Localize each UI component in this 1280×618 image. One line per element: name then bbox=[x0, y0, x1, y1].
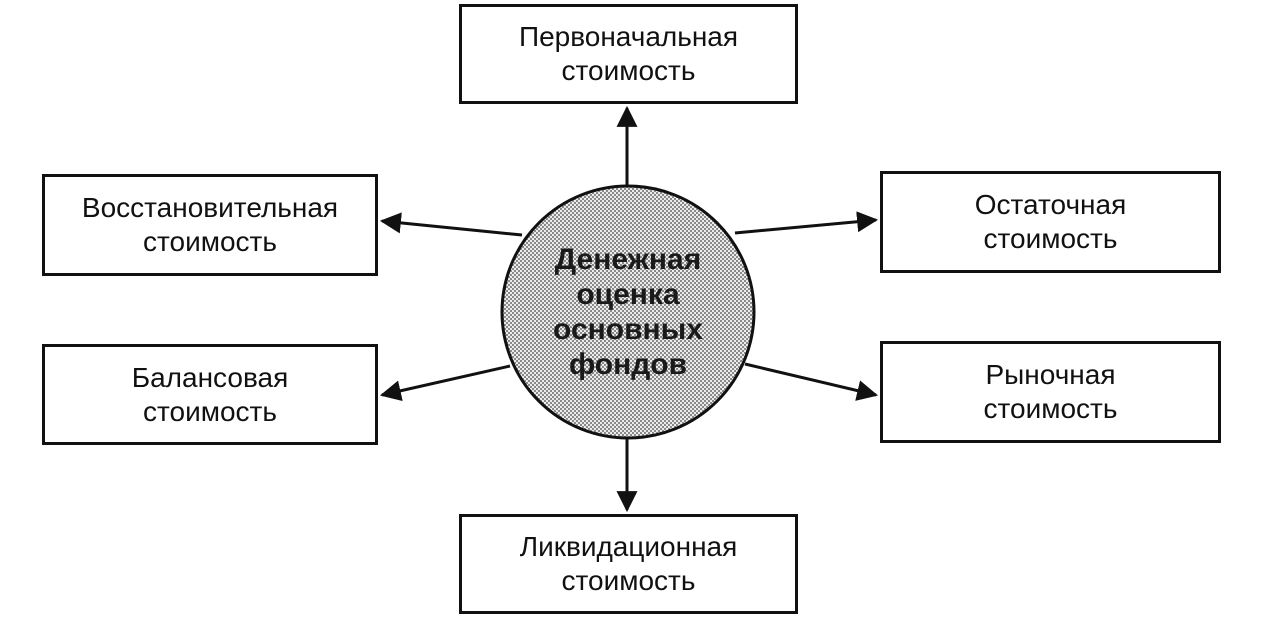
node-book-cost-line-1: Балансовая bbox=[131, 361, 289, 393]
node-residual-cost: Остаточная стоимость bbox=[880, 171, 1221, 273]
node-liquidation-cost-line-2: стоимость bbox=[561, 565, 696, 596]
center-circle bbox=[500, 184, 756, 440]
arrow-to-right1 bbox=[734, 211, 879, 235]
node-market-cost-line-1: Рыночная bbox=[985, 359, 1116, 390]
node-replacement-cost-line-1: Восстановительная bbox=[81, 192, 339, 223]
node-initial-cost: Первоначальная стоимость bbox=[459, 4, 798, 104]
center-label-line-4: фондов bbox=[568, 348, 688, 381]
node-replacement-cost: Восстановительная стоимость bbox=[42, 174, 378, 276]
node-liquidation-cost-line-1: Ликвидационная bbox=[519, 531, 738, 562]
node-book-cost-line-2: стоимость bbox=[143, 395, 277, 427]
node-initial-cost-line-1: Первоначальная bbox=[518, 21, 739, 52]
node-residual-cost-line-2: стоимость bbox=[983, 223, 1118, 254]
center-label-line-1: Денежная bbox=[554, 243, 702, 276]
arrow-to-right2 bbox=[744, 362, 879, 401]
center-label-line-2: оценка bbox=[576, 278, 680, 311]
node-initial-cost-line-2: стоимость bbox=[561, 55, 696, 86]
node-book-cost: Балансовая стоимость bbox=[42, 344, 378, 445]
node-market-cost: Рыночная стоимость bbox=[880, 341, 1221, 443]
node-replacement-cost-line-2: стоимость bbox=[143, 226, 277, 257]
node-residual-cost-line-1: Остаточная bbox=[974, 189, 1127, 220]
node-market-cost-line-2: стоимость bbox=[983, 393, 1118, 424]
arrow-to-left1 bbox=[379, 212, 523, 237]
center-label-line-3: основных bbox=[553, 313, 703, 346]
center-label: Денежная оценка основных фондов bbox=[502, 186, 754, 438]
arrow-to-left2 bbox=[379, 364, 511, 402]
node-liquidation-cost: Ликвидационная стоимость bbox=[459, 514, 798, 614]
